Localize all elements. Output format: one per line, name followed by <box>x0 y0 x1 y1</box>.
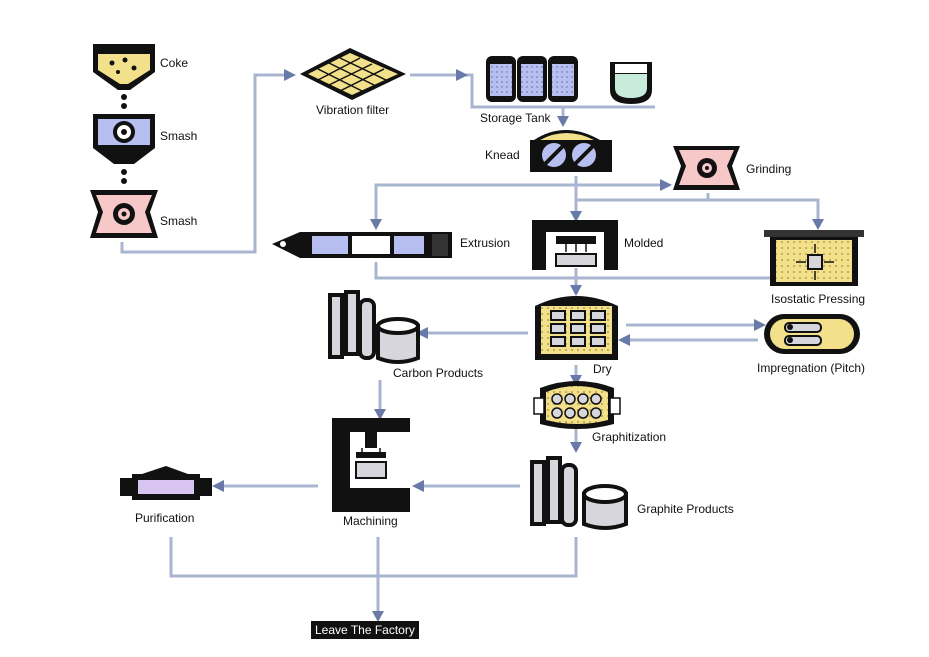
knead-label: Knead <box>485 148 520 162</box>
storage-tank-label: Storage Tank <box>480 111 551 125</box>
carbon-products-shapes <box>328 290 420 364</box>
vibration-filter-label: Vibration filter <box>316 103 390 117</box>
storage-tanks <box>486 56 652 104</box>
kneader-machine <box>530 130 612 172</box>
purification-label: Purification <box>135 511 195 525</box>
graphite-products-label: Graphite Products <box>637 502 734 516</box>
dry-label: Dry <box>593 362 612 376</box>
molding-press <box>532 220 618 270</box>
smash-label-1: Smash <box>160 129 198 143</box>
graphitization-label: Graphitization <box>592 430 667 444</box>
graphite-products-shapes <box>530 456 628 530</box>
graphitization-furnace <box>533 381 621 429</box>
grinding-label: Grinding <box>746 162 792 176</box>
carbon-products-label: Carbon Products <box>393 366 484 380</box>
drying-oven <box>535 296 618 360</box>
purification-furnace <box>120 466 212 500</box>
coke-hopper <box>93 44 155 109</box>
vibration-filter-machine <box>300 48 406 100</box>
machining-label: Machining <box>343 514 398 528</box>
molded-label: Molded <box>624 236 664 250</box>
machining-center <box>332 418 410 512</box>
smash-crusher-1 <box>93 114 155 184</box>
flow-arrowheads <box>212 69 824 622</box>
isostatic-press <box>764 230 864 286</box>
grinding-machine <box>673 146 740 190</box>
impregnation-label: Impregnation (Pitch) <box>757 361 866 375</box>
impregnation-vessel <box>764 314 860 354</box>
leave-factory-label: Leave The Factory <box>311 621 419 639</box>
smash-crusher-2 <box>90 190 158 238</box>
extrusion-label: Extrusion <box>460 236 511 250</box>
coke-label: Coke <box>160 56 189 70</box>
extrusion-press <box>272 232 452 258</box>
isostatic-pressing-label: Isostatic Pressing <box>771 292 866 306</box>
smash-label-2: Smash <box>160 214 198 228</box>
